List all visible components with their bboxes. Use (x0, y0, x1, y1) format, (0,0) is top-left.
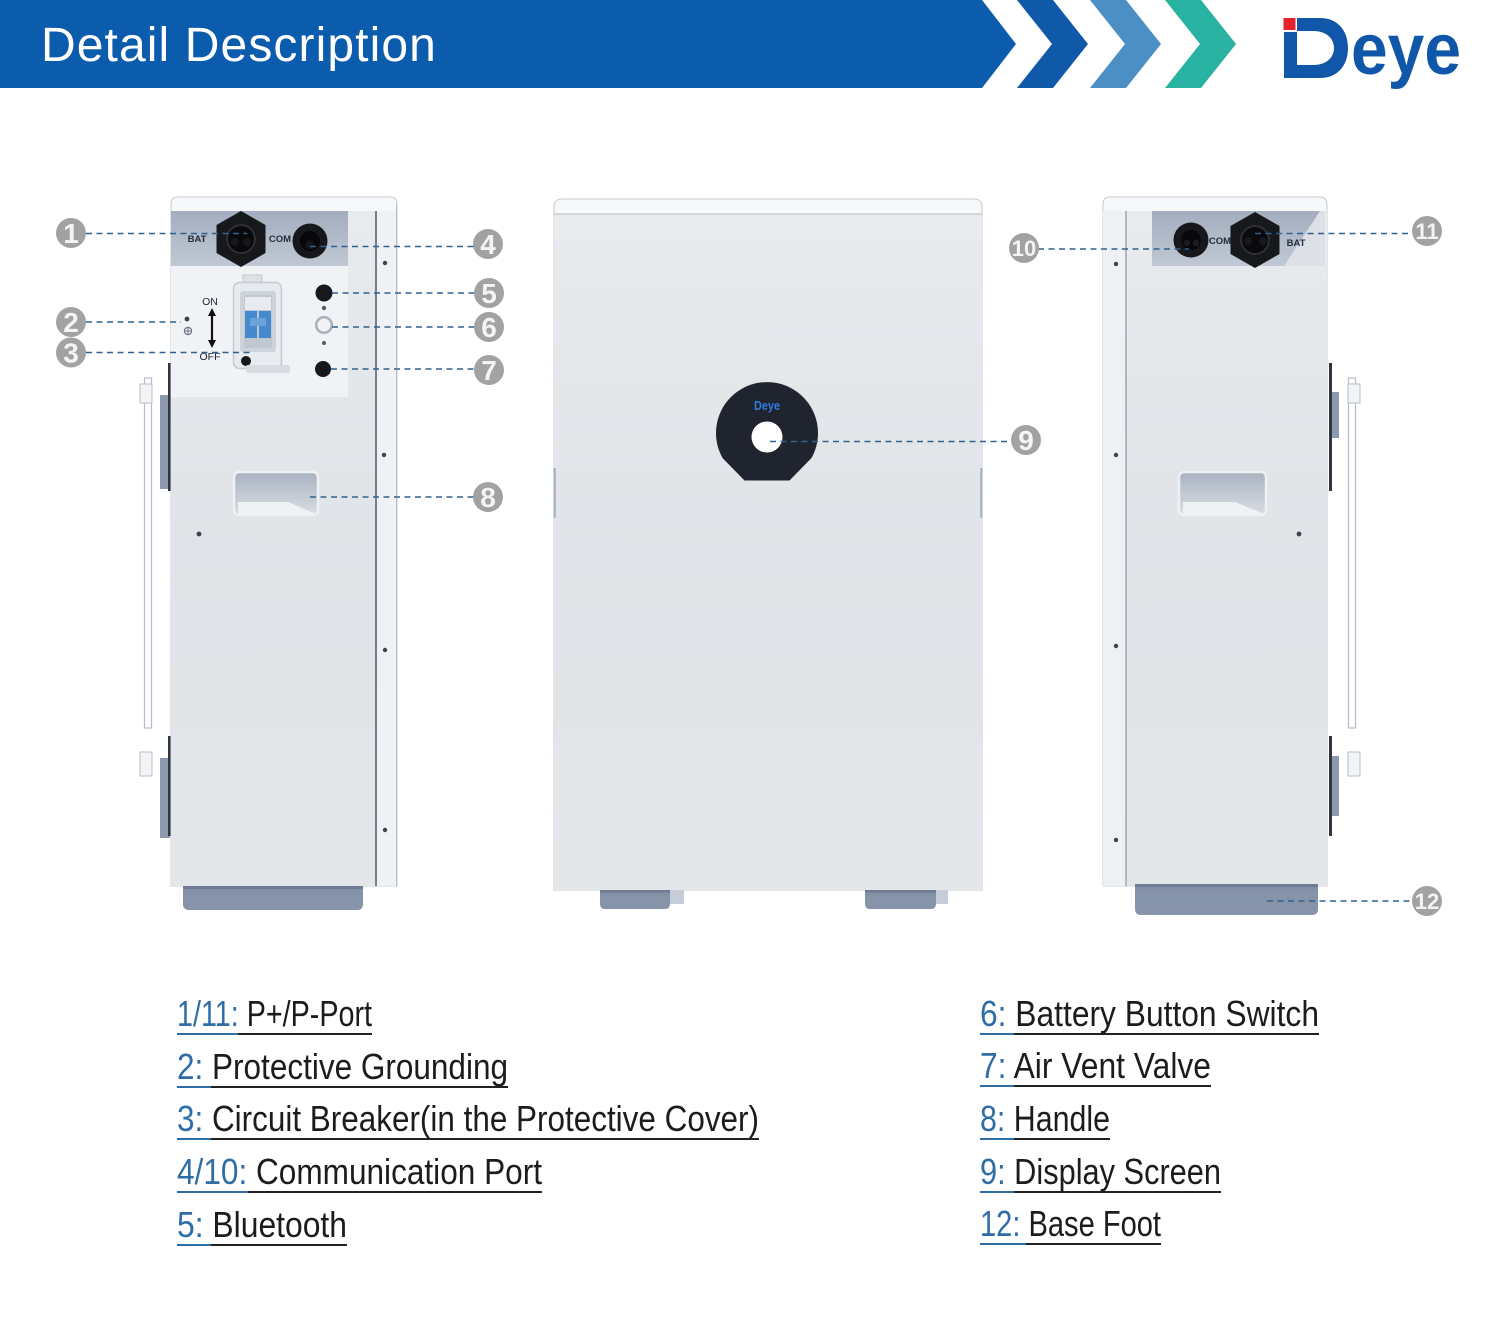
svg-text:12: 12 (1415, 889, 1439, 914)
svg-text:1/11: P+/P-Port: 1/11: P+/P-Port (177, 993, 372, 1034)
svg-text:COM: COM (269, 234, 291, 245)
svg-text:BAT: BAT (188, 234, 207, 245)
svg-text:Deye: Deye (754, 398, 780, 413)
svg-text:7: Air Vent Valve: 7: Air Vent Valve (980, 1045, 1211, 1086)
svg-text:3: Circuit Breaker(in the Prot: 3: Circuit Breaker(in the Protective Cov… (177, 1098, 759, 1139)
svg-text:1: 1 (63, 218, 79, 249)
svg-text:8: Handle: 8: Handle (980, 1098, 1110, 1139)
svg-text:COM: COM (1209, 236, 1231, 247)
svg-text:4: 4 (480, 229, 496, 260)
svg-text:BAT: BAT (1287, 238, 1306, 249)
svg-text:6: Battery Button Switch: 6: Battery Button Switch (980, 993, 1319, 1034)
svg-text:9: 9 (1018, 425, 1034, 456)
svg-text:OFF: OFF (200, 351, 221, 363)
svg-text:2: 2 (63, 307, 79, 338)
svg-text:9: Display Screen: 9: Display Screen (980, 1151, 1221, 1192)
svg-text:7: 7 (481, 355, 497, 386)
svg-text:eye: eye (1351, 10, 1461, 90)
svg-text:11: 11 (1415, 219, 1438, 244)
svg-text:5: 5 (481, 278, 497, 309)
svg-text:ON: ON (202, 296, 218, 308)
svg-text:10: 10 (1012, 236, 1036, 261)
svg-text:3: 3 (63, 338, 79, 369)
svg-text:4/10: Communication Port: 4/10: Communication Port (177, 1151, 542, 1192)
svg-text:8: 8 (480, 482, 496, 513)
svg-text:5: Bluetooth: 5: Bluetooth (177, 1204, 347, 1245)
svg-text:12: Base Foot: 12: Base Foot (980, 1203, 1161, 1244)
svg-text:2: Protective Grounding: 2: Protective Grounding (177, 1046, 508, 1087)
svg-text:6: 6 (481, 312, 497, 343)
